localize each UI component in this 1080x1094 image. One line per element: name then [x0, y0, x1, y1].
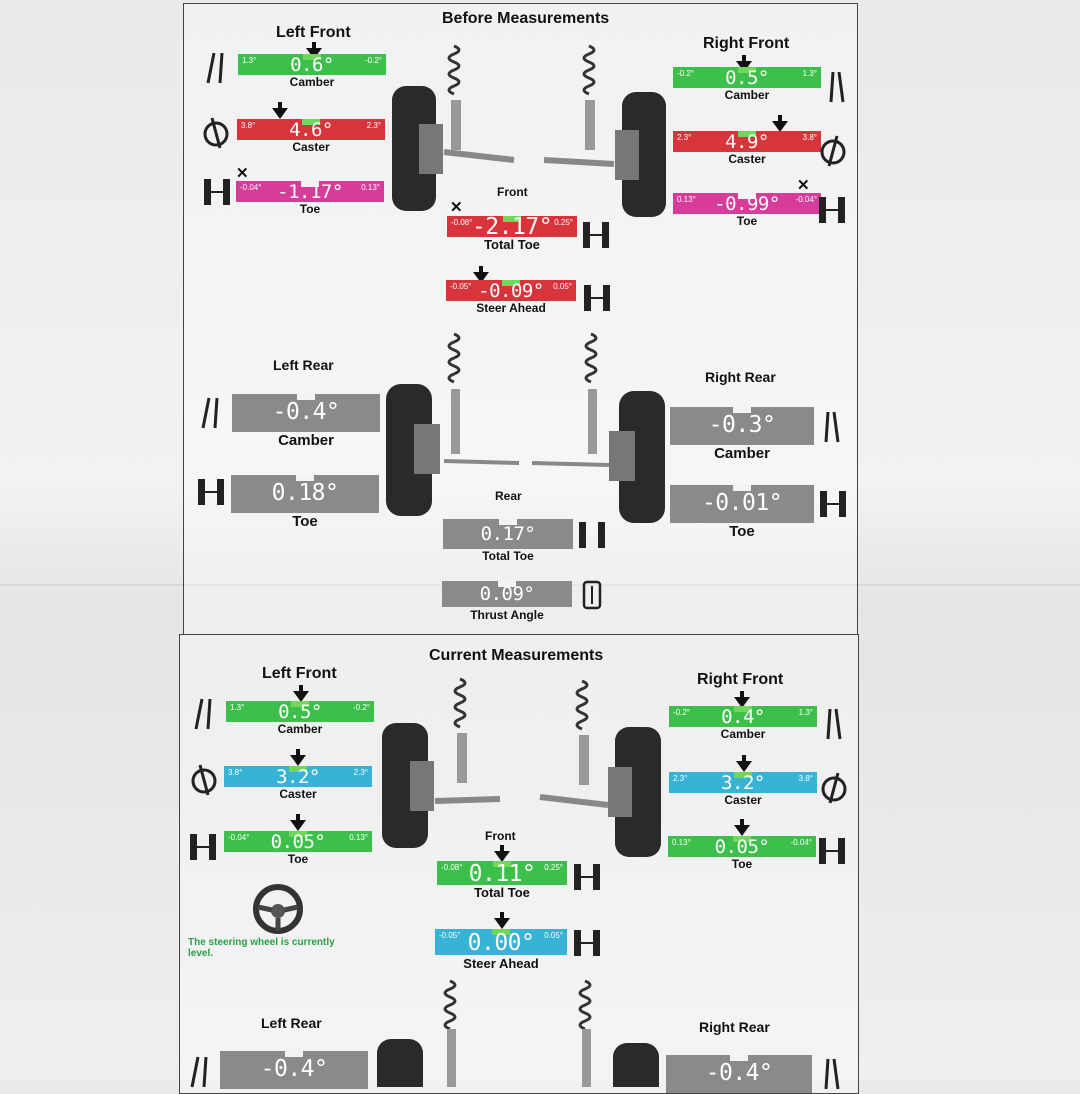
current-measurements-panel: Current Measurements Left Front 1.3°-0.2…	[179, 634, 859, 1094]
rear-toe-icon	[579, 522, 605, 548]
current-left-front-label: Left Front	[262, 665, 337, 682]
current-rf-camber-gauge: -0.2°1.3° 0.4° Camber	[669, 706, 817, 742]
camber-target-arrow	[293, 685, 309, 702]
current-right-rear-label: Right Rear	[699, 1019, 770, 1035]
caster-target-arrow	[772, 115, 788, 132]
before-lf-toe-gauge: -0.04°0.13° -1.17° Toe	[236, 181, 384, 217]
before-rf-camber-gauge: -0.2°1.3° 0.5° Camber	[673, 67, 821, 103]
current-lf-camber-gauge: 1.3°-0.2° 0.5° Camber	[226, 701, 374, 737]
thrust-angle-icon	[582, 580, 602, 610]
before-rr-toe-gauge: -0.01° Toe	[670, 485, 814, 540]
caster-icon	[820, 135, 846, 167]
steer-ahead-icon	[574, 930, 600, 956]
total-toe-icon	[583, 222, 609, 248]
camber-icon	[201, 397, 219, 429]
before-rf-caster-gauge: 2.3°3.8° 4.9° Caster	[673, 131, 821, 167]
current-right-front-label: Right Front	[697, 671, 784, 688]
camber-target-arrow	[736, 55, 752, 72]
before-front-label: Front	[497, 185, 528, 199]
toe-icon	[190, 834, 216, 860]
camber-icon	[826, 708, 842, 740]
camber-icon	[194, 698, 212, 730]
before-lr-toe-gauge: 0.18° Toe	[231, 475, 379, 530]
camber-target-arrow	[734, 691, 750, 708]
steer-target-arrow	[473, 266, 489, 283]
steering-wheel-icon	[253, 884, 303, 934]
total-toe-icon	[574, 864, 600, 890]
rear-suspension-diagram-icon	[386, 332, 665, 523]
current-left-rear-label: Left Rear	[261, 1015, 322, 1031]
toe-icon	[819, 197, 845, 223]
camber-icon	[829, 71, 845, 103]
caster-target-arrow	[290, 749, 306, 766]
steer-target-arrow	[494, 912, 510, 929]
front-suspension-diagram-icon	[392, 44, 666, 217]
toe-icon	[820, 491, 846, 517]
camber-icon	[206, 52, 224, 84]
before-left-rear-label: Left Rear	[273, 357, 334, 373]
before-rear-label: Rear	[495, 489, 522, 503]
toe-target-arrow	[734, 819, 750, 836]
before-rf-toe-gauge: 0.13°-0.04° -0.99° Toe	[673, 193, 821, 229]
before-steer-ahead-gauge: -0.05°0.05° -0.09° Steer Ahead	[446, 280, 576, 316]
caster-icon	[821, 772, 847, 804]
front-suspension-diagram-icon	[382, 677, 661, 857]
toe-icon	[204, 179, 230, 205]
before-lf-caster-gauge: 3.8°2.3° 4.6° Caster	[237, 119, 385, 155]
out-of-range-x-icon: ✕	[797, 177, 810, 194]
before-right-rear-label: Right Rear	[705, 369, 776, 385]
before-rr-camber-gauge: -0.3° Camber	[670, 407, 814, 462]
toe-icon	[198, 479, 224, 505]
camber-target-arrow	[306, 42, 322, 59]
before-lf-camber-gauge: 1.3°-0.2° 0.6° Camber	[238, 54, 386, 90]
rear-suspension-diagram-icon	[377, 979, 659, 1087]
current-lf-toe-gauge: -0.04°0.13° 0.05° Toe	[224, 831, 372, 867]
before-rear-total-toe-gauge: 0.17° Total Toe	[443, 519, 573, 563]
steer-ahead-icon	[584, 285, 610, 311]
before-thrust-angle-gauge: 0.09° Thrust Angle	[442, 581, 572, 622]
current-steer-ahead-gauge: -0.05°0.05° 0.00° Steer Ahead	[435, 929, 567, 971]
caster-icon	[191, 764, 217, 796]
caster-target-arrow	[736, 755, 752, 772]
current-total-toe-gauge: -0.08°0.25° 0.11° Total Toe	[437, 861, 567, 900]
total-toe-target-arrow	[494, 845, 510, 862]
before-right-front-label: Right Front	[703, 35, 790, 52]
before-lr-camber-gauge: -0.4° Camber	[232, 394, 380, 449]
current-rr-camber-gauge: -0.4°	[666, 1055, 812, 1093]
before-total-toe-gauge: -0.08°0.25° -2.17° Total Toe	[447, 216, 577, 252]
current-rf-caster-gauge: 2.3°3.8° 3.2° Caster	[669, 772, 817, 808]
caster-icon	[203, 117, 229, 149]
before-left-front-label: Left Front	[276, 24, 351, 41]
before-measurements-panel: Before Measurements Left Front 1.3°-0.2°…	[183, 3, 858, 635]
camber-icon	[824, 1058, 840, 1090]
before-title: Before Measurements	[442, 10, 610, 27]
caster-target-arrow	[272, 102, 288, 119]
out-of-range-x-icon: ✕	[236, 165, 249, 182]
current-rf-toe-gauge: 0.13°-0.04° 0.05° Toe	[668, 836, 816, 872]
toe-target-arrow	[290, 814, 306, 831]
current-front-label: Front	[485, 829, 516, 843]
toe-icon	[819, 838, 845, 864]
current-title: Current Measurements	[429, 647, 604, 664]
steering-level-note: The steering wheel is currently level.	[188, 937, 335, 959]
camber-icon	[190, 1056, 208, 1088]
current-lr-camber-gauge: -0.4°	[220, 1051, 368, 1089]
current-lf-caster-gauge: 3.8°2.3° 3.2° Caster	[224, 766, 372, 802]
out-of-range-x-icon: ✕	[450, 199, 463, 216]
camber-icon	[824, 411, 840, 443]
